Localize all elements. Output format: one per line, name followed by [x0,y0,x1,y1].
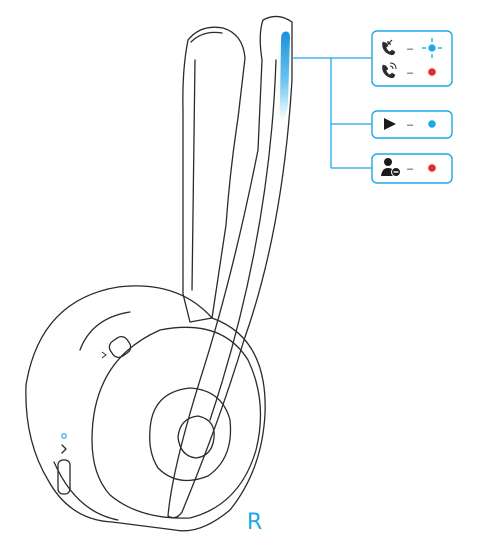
active-call-icon [382,62,397,79]
ear-cup [25,285,266,532]
mic-boom [167,15,293,519]
blue-solid-led-icon [428,120,436,128]
call-status-box: – – [371,30,453,87]
mic-led-strip [279,31,290,121]
red-solid-led-icon [428,164,436,172]
incoming-call-icon [382,39,396,56]
call-row1-dash: – [407,43,414,55]
media-row-dash: – [407,119,414,131]
mute-user-icon [381,158,401,177]
callout-leaders [292,57,372,169]
headband [182,26,246,323]
blue-flashing-led-icon [422,38,442,58]
play-icon [384,118,396,130]
call-row2-dash: – [407,67,414,79]
earcup-led-icon [61,433,67,439]
red-solid-led-icon [428,68,436,76]
mute-row-dash: – [407,163,414,175]
side-label: R [247,510,262,535]
earcup-mark-icon [101,351,107,359]
media-status-box: – [371,110,453,139]
mute-status-box: – [371,153,453,184]
